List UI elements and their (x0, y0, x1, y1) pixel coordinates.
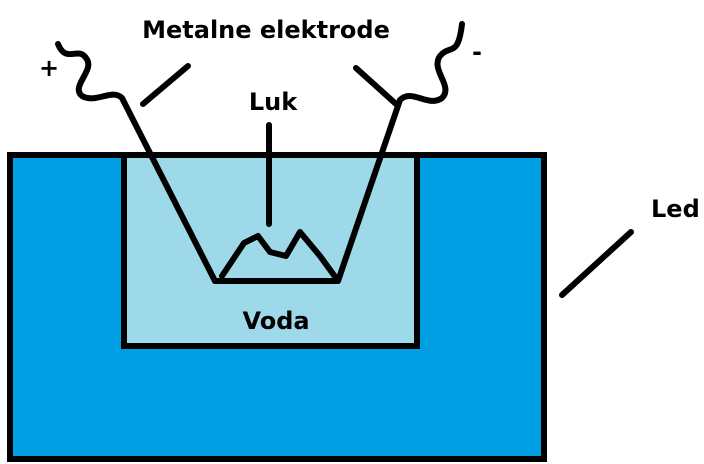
ice-pointer (559, 229, 634, 298)
left-electrode (55, 41, 218, 284)
arc-shape (219, 229, 339, 281)
electrodes-pointer-right (353, 65, 399, 107)
minus-sign: - (472, 38, 482, 66)
plus-sign: + (39, 54, 59, 82)
right-electrode (335, 21, 465, 284)
electrodes-pointer-left (140, 63, 191, 107)
water-label: Voda (242, 307, 309, 335)
electrodes-label: Metalne elektrode (142, 16, 390, 44)
arc-label: Luk (249, 88, 298, 116)
ice-label: Led (651, 195, 700, 223)
